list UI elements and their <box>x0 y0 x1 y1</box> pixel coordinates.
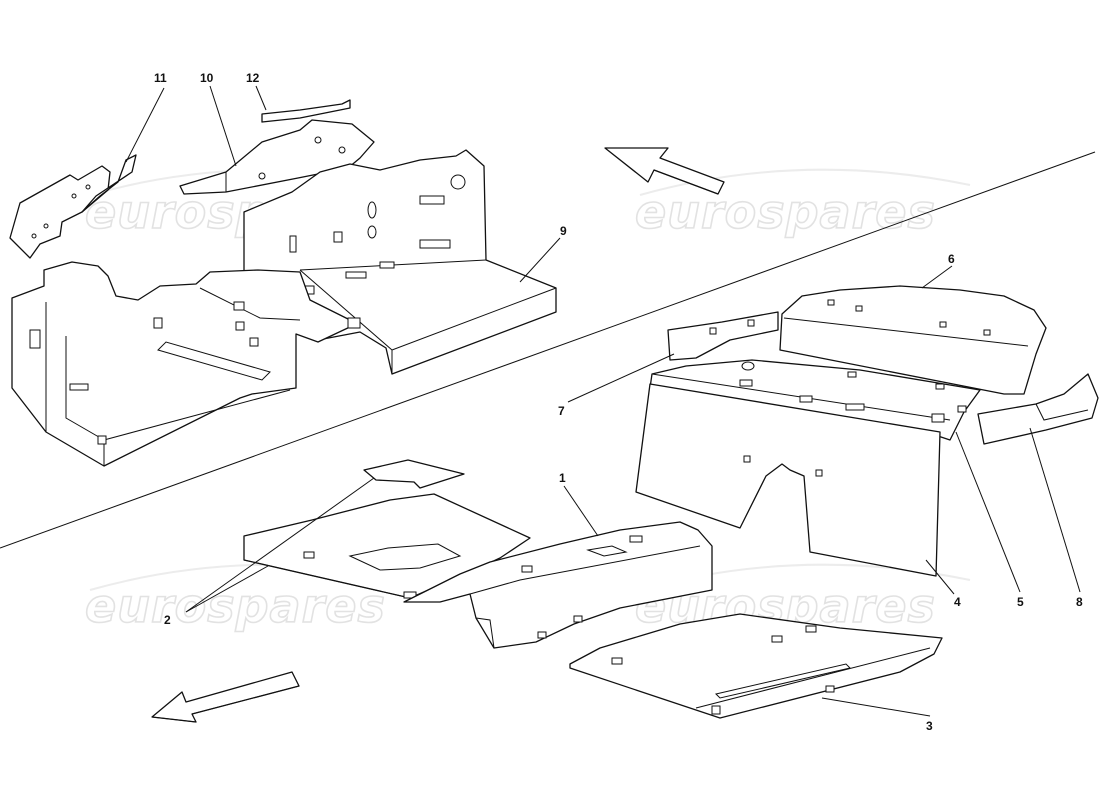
section-divider-line <box>0 151 1096 549</box>
callout-2: 2 <box>164 613 171 627</box>
leader-lines <box>125 85 1081 717</box>
part-1-tunnel-cover <box>403 521 713 649</box>
part-7-side-strip <box>667 311 779 361</box>
part-9-rear-floor-pan <box>11 149 557 467</box>
part-2-small-plate <box>363 459 465 489</box>
part-3-floor-tray <box>569 613 943 719</box>
callout-11: 11 <box>154 71 167 85</box>
watermark-top-right: eurospares <box>635 185 936 239</box>
callout-1: 1 <box>559 471 566 485</box>
callout-12: 12 <box>246 71 260 85</box>
callout-9: 9 <box>560 224 567 238</box>
callout-4: 4 <box>954 595 961 609</box>
callout-6: 6 <box>948 252 955 266</box>
part-12-strip <box>261 99 351 123</box>
callout-3: 3 <box>926 719 933 733</box>
callout-8: 8 <box>1076 595 1083 609</box>
callout-10: 10 <box>200 71 214 85</box>
part-11-bracket <box>9 154 137 259</box>
watermark-bottom-left: eurospares <box>85 579 386 633</box>
part-8-side-strip <box>977 373 1099 445</box>
callout-5: 5 <box>1017 595 1024 609</box>
callout-labels: 1 2 3 4 5 6 7 8 9 10 11 12 <box>154 71 1083 733</box>
direction-arrow-forward-icon <box>604 147 725 195</box>
part-6-rear-panel <box>779 285 1047 395</box>
callout-7: 7 <box>558 404 565 418</box>
part-4-bulkhead <box>635 383 941 577</box>
direction-arrow-rear-icon <box>151 671 300 723</box>
part-10-plate <box>179 119 375 195</box>
